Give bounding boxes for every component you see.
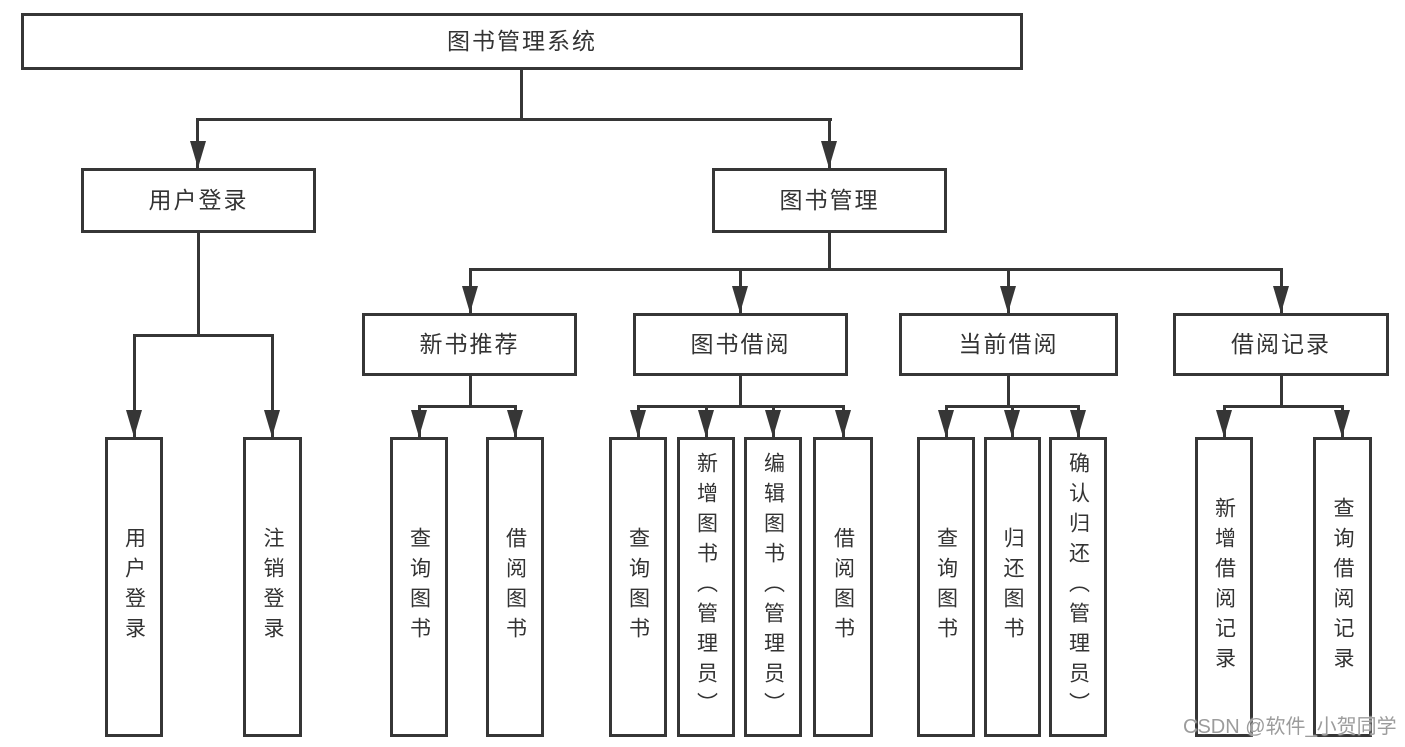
- leaf-add-book-admin: 新增图书（管理员）: [677, 437, 735, 737]
- connector-line: [469, 268, 1283, 271]
- leaf-return-book: 归还图书: [984, 437, 1041, 737]
- leaf-query-book: 查询图书: [390, 437, 448, 737]
- arrow-down-icon: [1334, 410, 1350, 437]
- leaf-query-book: 查询图书: [917, 437, 975, 737]
- arrow-down-icon: [732, 286, 748, 313]
- node-borrow-record: 借阅记录: [1173, 313, 1389, 376]
- arrow-down-icon: [1004, 410, 1020, 437]
- connector-line: [1007, 376, 1010, 405]
- arrow-down-icon: [507, 410, 523, 437]
- arrow-down-icon: [1216, 410, 1232, 437]
- connector-line: [637, 405, 845, 408]
- connector-line: [197, 233, 200, 334]
- connector-line: [133, 334, 136, 437]
- leaf-edit-book-admin: 编辑图书（管理员）: [744, 437, 802, 737]
- leaf-query-borrow-record: 查询借阅记录: [1313, 437, 1372, 737]
- leaf-confirm-return-admin: 确认归还（管理员）: [1049, 437, 1107, 737]
- connector-line: [196, 118, 832, 121]
- arrow-down-icon: [835, 410, 851, 437]
- node-new-book-recommend: 新书推荐: [362, 313, 577, 376]
- node-user-login: 用户登录: [81, 168, 316, 233]
- arrow-down-icon: [1070, 410, 1086, 437]
- connector-line: [739, 376, 742, 405]
- connector-line: [1223, 405, 1344, 408]
- arrow-down-icon: [765, 410, 781, 437]
- leaf-borrow-book: 借阅图书: [486, 437, 544, 737]
- arrow-down-icon: [938, 410, 954, 437]
- node-book-borrow: 图书借阅: [633, 313, 848, 376]
- connector-line: [520, 70, 523, 118]
- leaf-logout: 注销登录: [243, 437, 302, 737]
- leaf-add-borrow-record: 新增借阅记录: [1195, 437, 1253, 737]
- node-current-borrow: 当前借阅: [899, 313, 1118, 376]
- node-book-management-system: 图书管理系统: [21, 13, 1023, 70]
- connector-line: [271, 334, 274, 437]
- arrow-down-icon: [264, 410, 280, 437]
- arrow-down-icon: [1000, 286, 1016, 313]
- node-book-management: 图书管理: [712, 168, 947, 233]
- leaf-query-book: 查询图书: [609, 437, 667, 737]
- arrow-down-icon: [462, 286, 478, 313]
- leaf-user-login: 用户登录: [105, 437, 163, 737]
- connector-line: [418, 405, 517, 408]
- arrow-down-icon: [698, 410, 714, 437]
- watermark-text: CSDN @软件_小贺同学: [1183, 716, 1397, 738]
- arrow-down-icon: [821, 141, 837, 168]
- connector-line: [469, 376, 472, 405]
- arrow-down-icon: [126, 410, 142, 437]
- connector-line: [1280, 376, 1283, 405]
- arrow-down-icon: [190, 141, 206, 168]
- connector-line: [133, 334, 274, 337]
- arrow-down-icon: [630, 410, 646, 437]
- leaf-borrow-book: 借阅图书: [813, 437, 873, 737]
- arrow-down-icon: [411, 410, 427, 437]
- connector-line: [828, 233, 831, 268]
- arrow-down-icon: [1273, 286, 1289, 313]
